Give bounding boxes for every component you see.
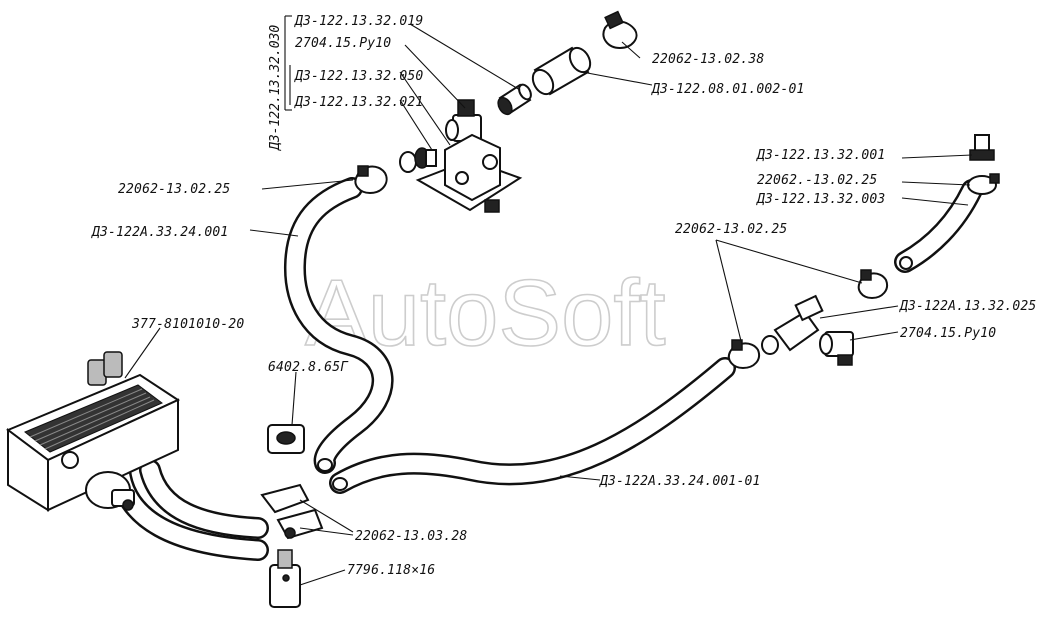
label-clamp-left: 22062-13.02.25	[118, 182, 230, 197]
clamp-mid	[727, 339, 760, 370]
clamp-right	[857, 269, 888, 300]
label-019: ДЗ-122.13.32.019	[294, 14, 423, 29]
heater-radiator	[6, 351, 181, 512]
fitting-001	[969, 134, 995, 161]
fitting-019	[497, 83, 532, 116]
label-hose-001: ДЗ-122А.33.24.001	[91, 225, 228, 240]
label-clamp-top: 22062-13.02.38	[652, 52, 764, 67]
hose-end-2	[332, 477, 348, 491]
valve-right	[819, 331, 854, 366]
hose-end-1	[317, 458, 333, 472]
label-clamp-right: 22062-13.02.25	[675, 222, 787, 237]
bolt-7796	[269, 549, 301, 608]
fitting-021	[399, 147, 437, 173]
label-001: ДЗ-122.13.32.001	[756, 148, 885, 163]
label-hose-001-01: ДЗ-122А.33.24.001-01	[599, 474, 761, 489]
label-washer: 6402.8.65Г	[268, 360, 349, 375]
label-025: ДЗ-122А.13.32.025	[899, 299, 1036, 314]
hose-left-long	[283, 177, 394, 474]
washer-6402	[267, 424, 305, 454]
clamp-top	[602, 10, 638, 50]
hose-right-long	[329, 357, 736, 494]
clamp-bottom	[260, 483, 324, 540]
label-heater: 377-8101010-20	[131, 317, 244, 332]
label-clamp-right-top: 22062.-13.02.25	[757, 173, 877, 188]
bracket-050	[415, 133, 523, 213]
label-2704-right: 2704.15.Ру10	[900, 326, 996, 341]
clamp-right-top	[967, 173, 1000, 195]
tee-025	[761, 294, 824, 355]
heater-hoses	[109, 459, 269, 561]
label-assembly-030: ДЗ-122.13.32.030	[268, 25, 283, 151]
hose-right-short	[894, 179, 983, 273]
label-bolt: 7796.118×16	[347, 563, 435, 578]
label-003: ДЗ-122.13.32.003	[756, 192, 885, 207]
hose-end-3	[899, 256, 913, 270]
label-021: ДЗ-122.13.32.021	[294, 95, 423, 110]
label-hose-short: ДЗ-122.08.01.002-01	[651, 82, 805, 97]
short-hose-cylinder	[531, 46, 592, 96]
label-2704-top: 2704.15.Ру10	[295, 36, 391, 51]
label-clamp-bottom: 22062-13.03.28	[355, 529, 467, 544]
clamp-left	[354, 165, 388, 195]
label-050: ДЗ-122.13.32.050	[294, 69, 423, 84]
leader-lines	[124, 15, 973, 586]
